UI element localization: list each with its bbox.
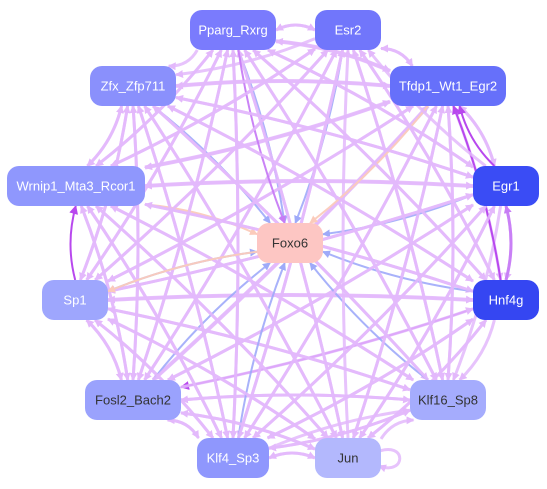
- node-label-jun: Jun: [338, 450, 359, 465]
- edge-egr1-to-esr2: [367, 49, 487, 168]
- node-foxo6[interactable]: Foxo6: [257, 223, 323, 263]
- edge-klf4-to-egr1: [252, 205, 488, 440]
- edge-wrnip1-to-tfdp1: [144, 100, 391, 169]
- edge-tfdp1-to-pparg: [275, 37, 391, 73]
- edge-jun-to-sp1: [107, 317, 316, 441]
- edge-pparg-to-zfx: [167, 49, 199, 71]
- node-box-klf4[interactable]: [197, 438, 269, 478]
- edge-klf4-to-klf16: [268, 407, 411, 450]
- edge-hnf4g-to-egr1: [503, 205, 513, 281]
- node-box-sp1[interactable]: [42, 280, 108, 320]
- edge-klf16-to-pparg: [243, 49, 438, 381]
- edge-tfdp1-to-esr2: [380, 44, 414, 67]
- node-label-klf4: Klf4_Sp3: [207, 450, 260, 465]
- node-box-pparg[interactable]: [190, 10, 276, 50]
- node-tfdp1[interactable]: Tfdp1_Wt1_Egr2: [390, 66, 506, 106]
- edge-hnf4g-to-pparg: [252, 48, 487, 282]
- edge-klf16-to-fosl2: [180, 393, 411, 404]
- node-box-tfdp1[interactable]: [390, 66, 506, 106]
- edge-klf4-to-fosl2: [166, 416, 200, 439]
- node-box-foxo6[interactable]: [257, 223, 323, 263]
- edge-egr1-to-pparg: [267, 48, 474, 169]
- edge-klf4-to-tfdp1: [243, 105, 438, 439]
- edge-klf4-to-wrnip1: [86, 205, 223, 439]
- node-box-esr2[interactable]: [315, 10, 381, 50]
- node-label-esr2: Esr2: [335, 22, 362, 37]
- edge-jun-to-klf16: [379, 416, 415, 440]
- node-box-zfx[interactable]: [90, 66, 176, 106]
- edge-hnf4g-to-esr2: [358, 49, 496, 281]
- node-pparg[interactable]: Pparg_Rxrg: [190, 10, 276, 50]
- edge-pparg-to-foxo6: [237, 49, 286, 224]
- edge-wrnip1-to-pparg: [95, 49, 215, 168]
- edge-hnf4g-to-klf16: [458, 319, 496, 382]
- edge-klf4-to-foxo6: [237, 262, 286, 439]
- node-box-klf16[interactable]: [410, 380, 486, 420]
- edge-klf16-to-foxo6: [309, 262, 429, 381]
- node-label-foxo6: Foxo6: [272, 235, 308, 250]
- node-jun[interactable]: Jun: [315, 438, 381, 478]
- node-hnf4g[interactable]: Hnf4g: [473, 280, 539, 320]
- node-box-egr1[interactable]: [473, 166, 539, 206]
- edge-klf16-to-wrnip1: [109, 204, 415, 382]
- edge-sp1-to-wrnip1: [69, 205, 78, 281]
- edge-zfx-to-wrnip1: [86, 105, 124, 168]
- edge-fosl2-to-foxo6: [152, 262, 271, 381]
- edge-egr1-to-tfdp1: [457, 105, 496, 167]
- edge-klf16-to-esr2: [351, 49, 445, 381]
- edge-layer: [69, 23, 513, 473]
- edge-jun-to-jun: [376, 448, 402, 473]
- edge-klf4-to-pparg: [229, 49, 240, 439]
- node-label-hnf4g: Hnf4g: [489, 292, 524, 307]
- edge-fosl2-to-pparg: [136, 49, 231, 381]
- edge-sp1-to-tfdp1: [107, 104, 414, 283]
- edge-egr1-to-zfx: [175, 94, 474, 179]
- node-label-wrnip1: Wrnip1_Mta3_Rcor1: [17, 178, 136, 193]
- edge-fosl2-to-esr2: [143, 49, 338, 381]
- node-label-klf16: Klf16_Sp8: [418, 392, 478, 407]
- node-box-jun[interactable]: [315, 438, 381, 478]
- edge-jun-to-fosl2: [180, 409, 316, 451]
- edge-klf4-to-zfx: [136, 105, 230, 439]
- node-label-egr1: Egr1: [492, 178, 519, 193]
- edge-tfdp1-to-zfx: [175, 79, 391, 90]
- node-esr2[interactable]: Esr2: [315, 10, 381, 50]
- edge-hnf4g-to-foxo6: [322, 250, 474, 293]
- node-klf16[interactable]: Klf16_Sp8: [410, 380, 486, 420]
- edge-fosl2-to-sp1: [85, 318, 123, 381]
- node-box-fosl2[interactable]: [85, 380, 181, 420]
- edge-foxo6-to-sp1: [107, 250, 258, 293]
- edge-jun-to-wrnip1: [95, 204, 330, 439]
- edge-jun-to-tfdp1: [351, 105, 446, 439]
- edge-sp1-to-pparg: [85, 49, 223, 281]
- node-box-wrnip1[interactable]: [7, 166, 145, 206]
- node-label-sp1: Sp1: [63, 292, 86, 307]
- edge-hnf4g-to-zfx: [167, 104, 474, 283]
- edge-wrnip1-to-zfx: [86, 105, 124, 168]
- node-egr1[interactable]: Egr1: [473, 166, 539, 206]
- node-sp1[interactable]: Sp1: [42, 280, 108, 320]
- node-fosl2[interactable]: Fosl2_Bach2: [85, 380, 181, 420]
- edge-jun-to-klf4: [268, 451, 316, 460]
- edge-jun-to-zfx: [143, 105, 338, 439]
- edge-tfdp1-to-foxo6: [309, 105, 429, 224]
- edge-jun-to-esr2: [341, 49, 352, 439]
- edge-wrnip1-to-esr2: [110, 47, 316, 168]
- node-box-hnf4g[interactable]: [473, 280, 539, 320]
- edge-esr2-to-pparg: [275, 23, 316, 32]
- node-klf4[interactable]: Klf4_Sp3: [197, 438, 269, 478]
- node-wrnip1[interactable]: Wrnip1_Mta3_Rcor1: [7, 166, 145, 206]
- node-label-pparg: Pparg_Rxrg: [198, 22, 267, 37]
- node-zfx[interactable]: Zfx_Zfp711: [90, 66, 176, 106]
- node-label-tfdp1: Tfdp1_Wt1_Egr2: [399, 78, 497, 93]
- node-label-zfx: Zfx_Zfp711: [101, 78, 166, 93]
- edge-jun-to-egr1: [358, 205, 496, 439]
- edge-klf4-to-sp1: [94, 318, 215, 439]
- node-label-fosl2: Fosl2_Bach2: [95, 392, 171, 407]
